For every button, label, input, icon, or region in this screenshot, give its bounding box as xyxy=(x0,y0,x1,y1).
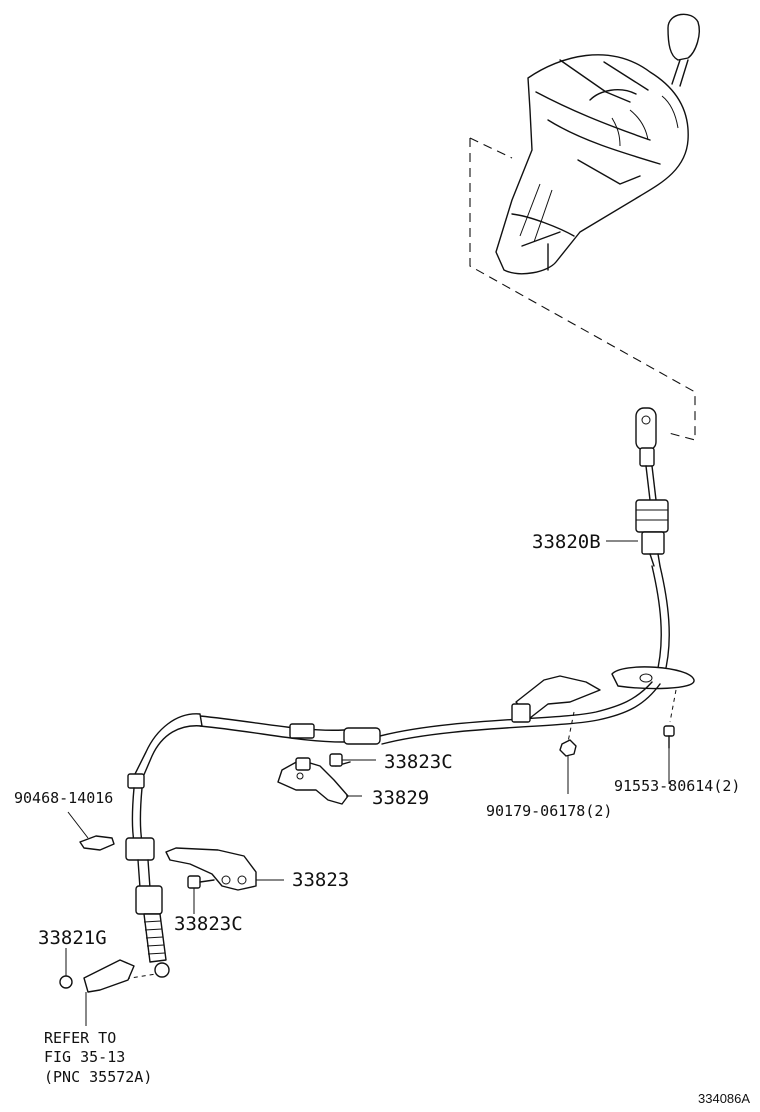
label-33821g: 33821G xyxy=(38,927,107,949)
bracket-33823 xyxy=(165,847,284,914)
label-91553-80614: 91553-80614(2) xyxy=(614,777,740,795)
label-90468-14016: 90468-14016 xyxy=(14,789,113,807)
shift-cable xyxy=(117,407,695,981)
refer-line-3: (PNC 35572A) xyxy=(44,1068,152,1086)
shift-lever-assembly xyxy=(469,13,700,441)
label-33820b: 33820B xyxy=(532,531,601,553)
label-33829: 33829 xyxy=(372,787,429,809)
label-33823: 33823 xyxy=(292,869,349,891)
label-33823c-lower: 33823C xyxy=(174,913,243,935)
label-90179-06178: 90179-06178(2) xyxy=(486,802,612,820)
label-33823c-upper: 33823C xyxy=(384,751,453,773)
refer-line-2: FIG 35-13 xyxy=(44,1048,125,1066)
bracket-33829 xyxy=(277,753,376,805)
refer-line-1: REFER TO xyxy=(44,1029,116,1047)
nut-90179 xyxy=(559,711,577,794)
grommet-clip xyxy=(67,811,115,851)
end-clip xyxy=(59,948,135,1026)
bolt-91553 xyxy=(663,689,677,784)
diagram-code: 334086A xyxy=(698,1091,750,1106)
